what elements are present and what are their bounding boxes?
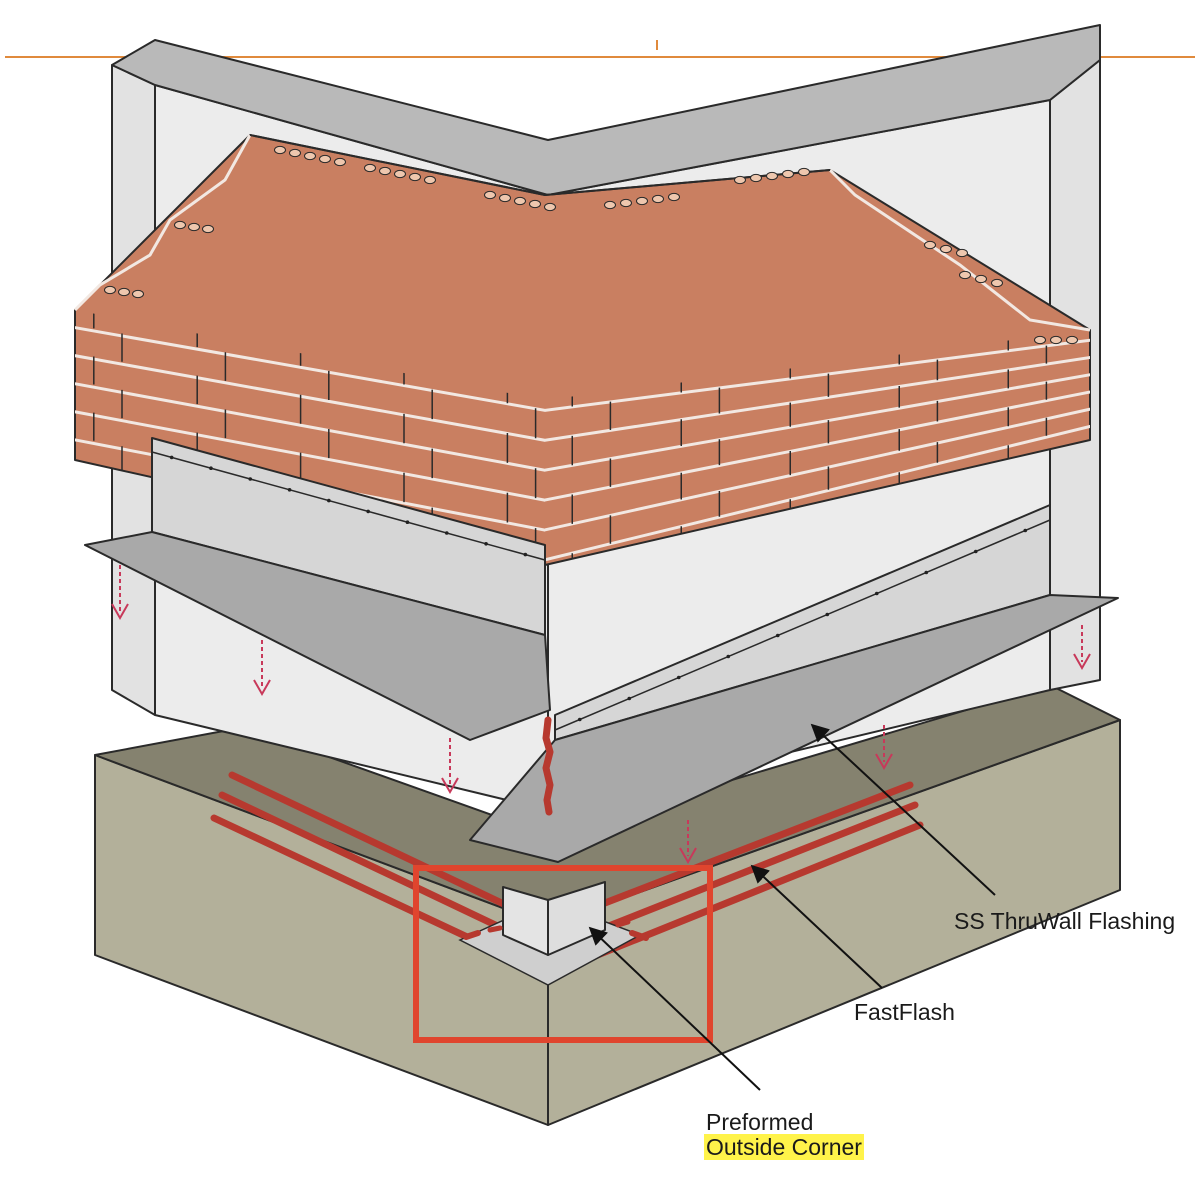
fastener-dot	[327, 498, 331, 503]
fastener-dot	[775, 633, 780, 638]
brick-hole	[750, 173, 762, 183]
label-fastflash: FastFlash	[854, 999, 955, 1025]
corner-highlight-box	[413, 865, 713, 1043]
fastener-dot	[973, 549, 978, 554]
drop-arrows	[111, 565, 1091, 865]
brick-hole	[636, 196, 648, 206]
brick-hole	[652, 194, 664, 204]
fastener-dot	[405, 520, 410, 524]
brick-hole	[319, 154, 331, 164]
mortar-joint	[75, 407, 545, 505]
brick-hole	[620, 198, 632, 208]
drop-arrow-icon	[111, 565, 129, 621]
brick-hole	[289, 148, 301, 158]
brick-hole	[484, 190, 496, 200]
brick-hole	[604, 200, 616, 210]
brick-hole	[668, 192, 680, 202]
mortar-joint	[545, 422, 1090, 563]
brick-hole	[424, 175, 436, 185]
brick-joints-right	[545, 331, 1090, 565]
brick-hole	[364, 163, 376, 173]
fastener-dot	[1023, 528, 1028, 533]
label-ss-thruwall-flashing: SS ThruWall Flashing	[954, 908, 1176, 934]
label-preformed: Preformed	[706, 1109, 814, 1135]
brick-hole	[188, 222, 200, 232]
fastener-dot	[726, 654, 731, 659]
brick-hole	[782, 169, 794, 179]
brick-hole	[118, 287, 130, 297]
label-preformed-outside-corner: Preformed Outside Corner	[704, 1109, 864, 1160]
brick-hole	[766, 171, 778, 181]
drop-arrow-icon	[253, 640, 271, 697]
corner-sealant-bead	[542, 716, 554, 816]
fastener-dot	[248, 477, 253, 481]
brick-hole	[132, 289, 144, 299]
brick-hole	[394, 169, 406, 179]
brick-hole	[174, 220, 186, 230]
fastener-dot	[209, 466, 213, 471]
brick-hole	[304, 151, 316, 161]
fastener-dot	[484, 542, 488, 546]
fastener-dot	[169, 455, 174, 460]
mortar-joint	[545, 337, 1090, 413]
mortar-joint	[75, 379, 545, 475]
brick-hole	[104, 285, 116, 295]
brick-core-holes	[104, 145, 1078, 345]
brick-hole	[924, 240, 936, 250]
drop-arrow-icon	[679, 820, 697, 865]
drop-arrow-icon	[1073, 625, 1091, 671]
brick-hole	[409, 172, 421, 182]
mortar-joint	[545, 388, 1090, 503]
left-thruwall-flashing	[84, 437, 551, 741]
brick-hole	[1034, 335, 1046, 345]
fastener-dot	[523, 552, 528, 557]
fastener-dot	[924, 570, 929, 575]
right-thruwall-flashing	[469, 504, 1119, 863]
fastener-dot	[444, 531, 449, 535]
brick-hole	[975, 274, 987, 284]
brick-hole	[734, 175, 746, 185]
brick-hole	[499, 193, 511, 203]
mortar-joint	[75, 323, 545, 415]
leader-corner	[588, 926, 761, 1091]
brick-hole	[514, 196, 526, 206]
leader-lines	[588, 723, 996, 1091]
leader-fastflash	[750, 864, 883, 989]
mortar-joint	[545, 405, 1090, 533]
brick-hole	[991, 278, 1003, 288]
fastener-dot	[287, 488, 292, 492]
mortar-joint	[75, 351, 545, 445]
leader-thruwall	[810, 723, 996, 896]
fastener-dot	[577, 717, 582, 722]
brick-hole	[959, 270, 971, 280]
brick-hole	[798, 167, 810, 177]
brick-hole	[334, 157, 346, 167]
brick-hole	[940, 244, 952, 254]
flashing-fastener-dots	[169, 455, 528, 557]
brick-hole	[529, 199, 541, 209]
preformed-outside-corner	[458, 881, 649, 986]
brick-hole	[956, 248, 968, 258]
fastener-dot	[874, 591, 879, 596]
fastener-dot	[366, 509, 370, 514]
drop-arrow-icon	[441, 738, 459, 795]
label-outside-corner: Outside Corner	[704, 1133, 864, 1160]
brick-hole	[1050, 335, 1062, 345]
brick-hole	[274, 145, 286, 155]
brick-hole	[1066, 335, 1078, 345]
mortar-joint	[545, 371, 1090, 473]
mortar-joint	[545, 354, 1090, 443]
fastener-dot	[627, 696, 632, 701]
brick-hole	[379, 166, 391, 176]
brick-hole	[544, 202, 556, 212]
brick-hole	[202, 224, 214, 234]
flashing-fastener-dots	[577, 528, 1028, 722]
fastener-dot	[676, 675, 681, 680]
drop-arrow-icon	[875, 725, 893, 771]
fastener-dot	[825, 612, 830, 617]
